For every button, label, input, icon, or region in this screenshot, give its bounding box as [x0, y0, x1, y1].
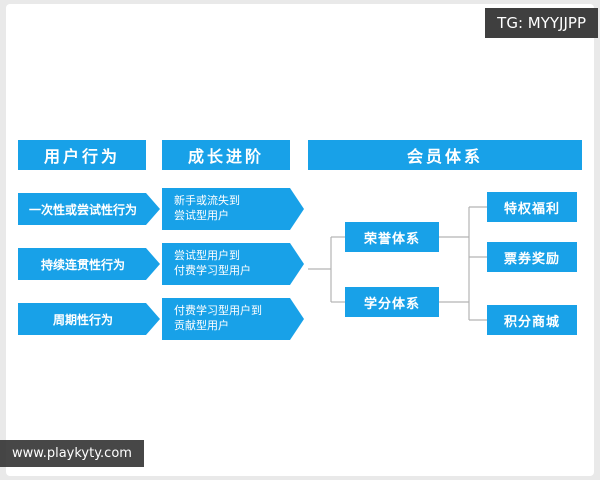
behavior-node-trial: 一次性或尝试性行为	[18, 193, 160, 225]
reward-node-points-mall: 积分商城	[487, 305, 577, 335]
header-user-behavior: 用户行为	[18, 140, 146, 170]
growth-node-trial-to-paid: 尝试型用户到 付费学习型用户	[162, 243, 304, 285]
diagram-background	[6, 4, 594, 476]
system-node-honor: 荣誉体系	[345, 222, 439, 252]
reward-node-privilege: 特权福利	[487, 192, 577, 222]
growth-node-novice-to-trial: 新手或流失到 尝试型用户	[162, 188, 304, 230]
system-node-credit: 学分体系	[345, 287, 439, 317]
growth-node-line2: 尝试型用户	[174, 209, 229, 222]
header-membership-system: 会员体系	[308, 140, 582, 170]
growth-node-line2: 付费学习型用户	[174, 264, 251, 277]
website-watermark: www.playkyty.com	[0, 440, 144, 467]
growth-node-paid-to-contributor: 付费学习型用户到 贡献型用户	[162, 298, 304, 340]
header-growth-progression: 成长进阶	[162, 140, 290, 170]
growth-node-line1: 新手或流失到	[174, 194, 240, 208]
reward-node-ticket: 票券奖励	[487, 242, 577, 272]
behavior-node-continuous: 持续连贯性行为	[18, 248, 160, 280]
behavior-node-periodic: 周期性行为	[18, 303, 160, 335]
tg-contact-badge: TG: MYYJJPP	[485, 8, 598, 38]
growth-node-line1: 尝试型用户到	[174, 249, 240, 263]
growth-node-line2: 贡献型用户	[174, 319, 229, 332]
growth-node-line1: 付费学习型用户到	[174, 304, 262, 318]
